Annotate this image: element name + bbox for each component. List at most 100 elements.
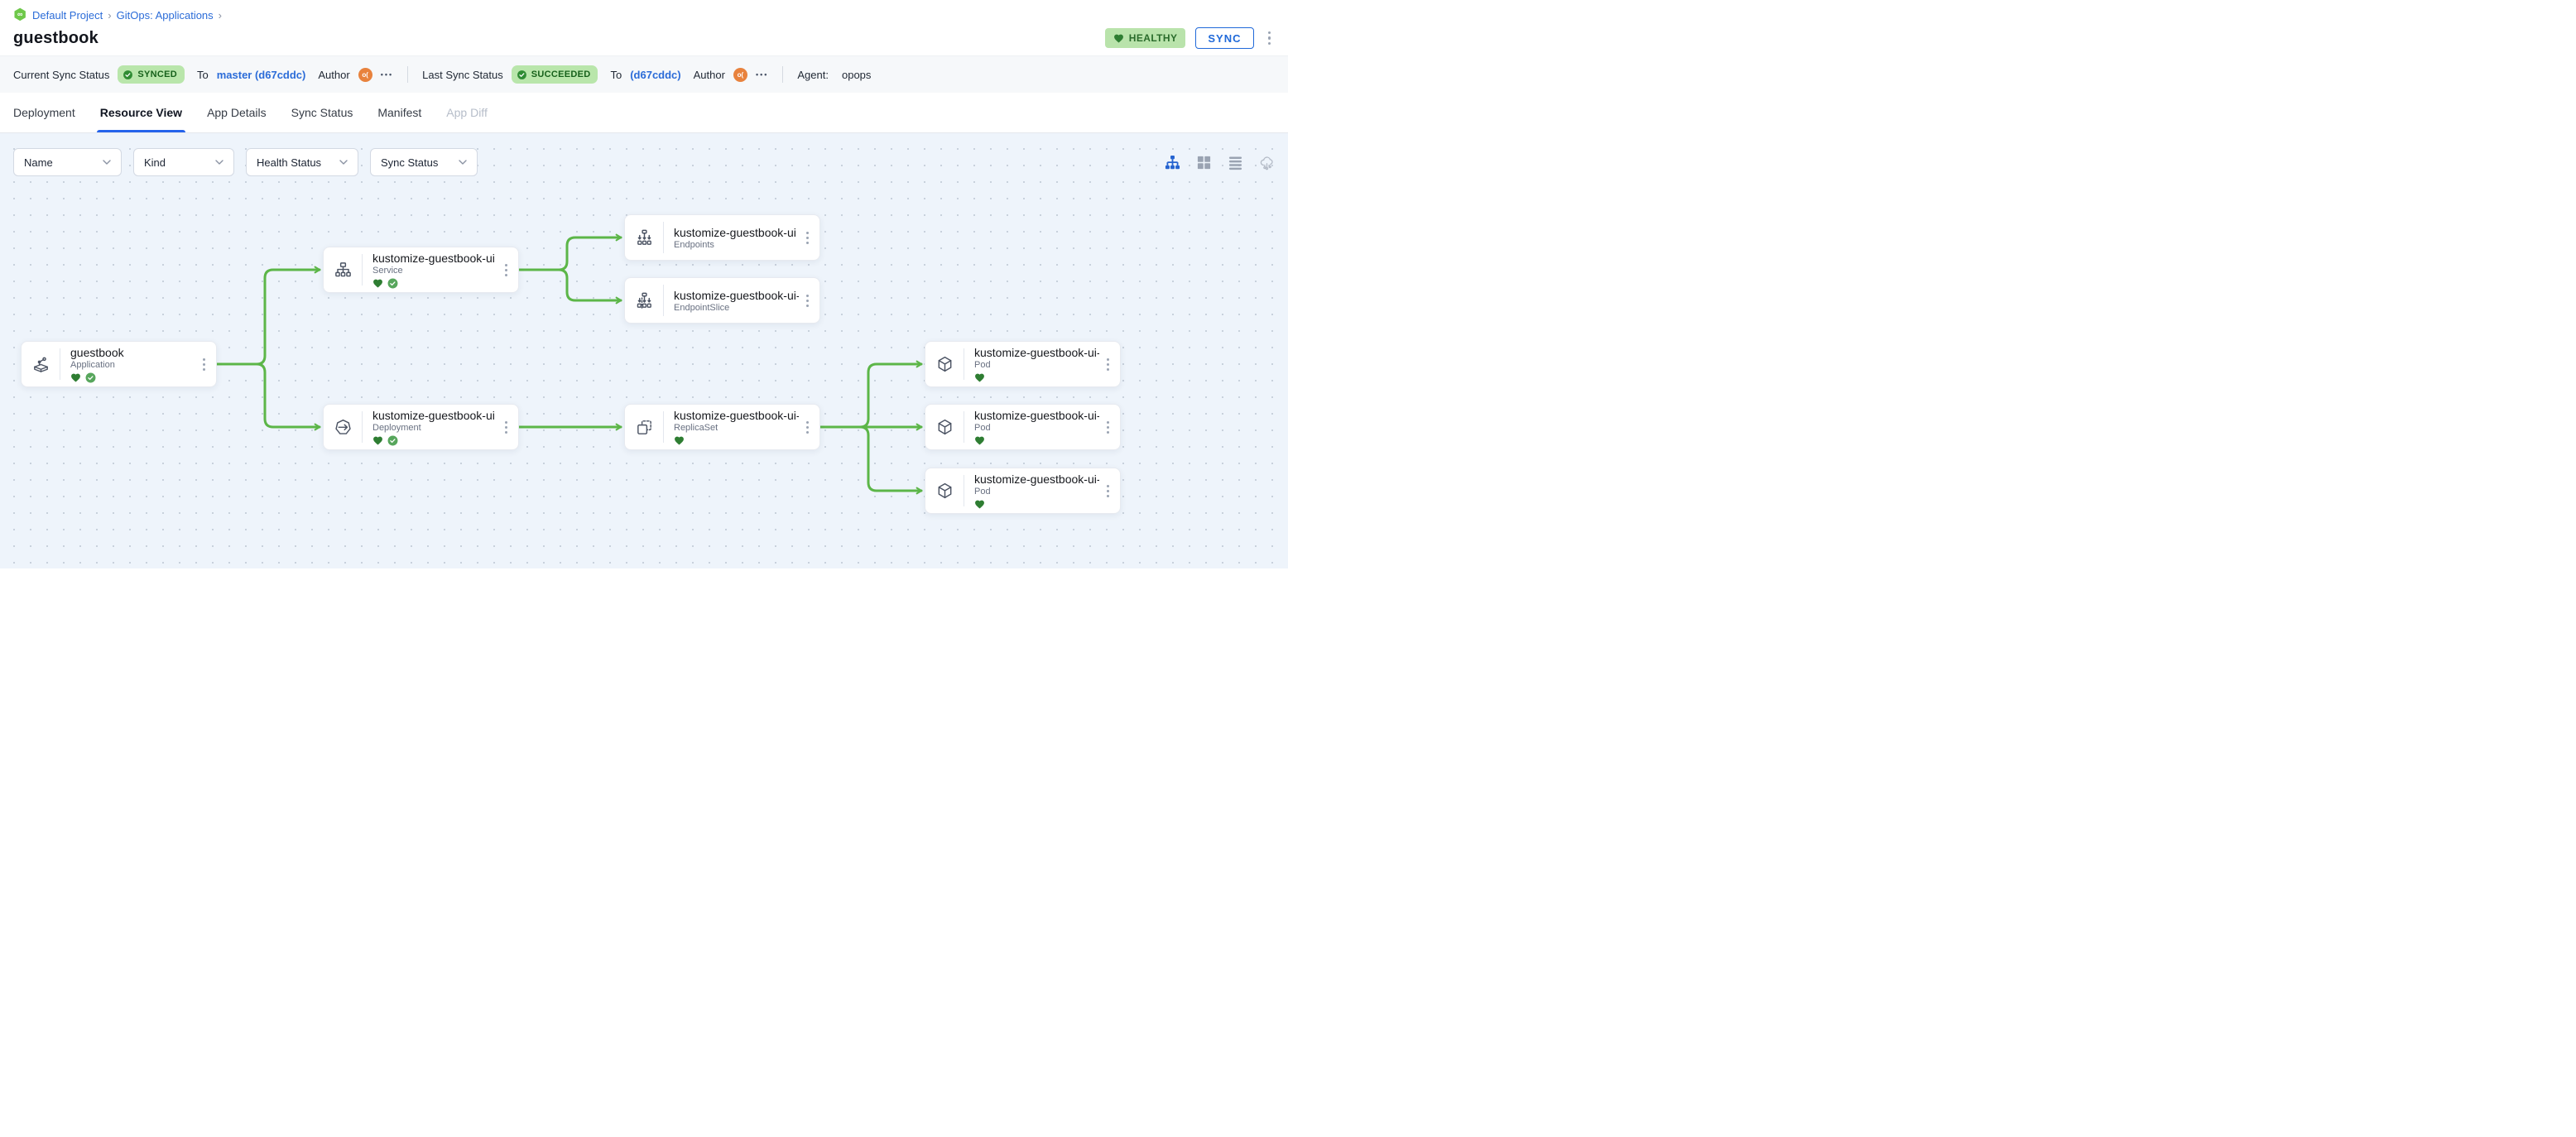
deployment-icon xyxy=(324,418,362,437)
service-icon xyxy=(324,261,362,280)
node-status-icons xyxy=(70,372,195,383)
resource-node-endpointslice-eps[interactable]: kustomize-guestbook-ui-...EndpointSlice xyxy=(624,277,820,324)
view-toggles xyxy=(1165,155,1275,170)
node-kebab-menu-icon[interactable] xyxy=(1103,419,1113,436)
node-kebab-menu-icon[interactable] xyxy=(1103,356,1113,373)
tab-resource-view[interactable]: Resource View xyxy=(96,93,186,132)
node-title: kustomize-guestbook-ui-... xyxy=(974,408,1099,422)
health-status-badge[interactable]: HEALTHY xyxy=(1104,28,1186,48)
heart-icon xyxy=(70,372,81,383)
node-title: kustomize-guestbook-ui-... xyxy=(674,408,799,422)
node-kebab-menu-icon[interactable] xyxy=(1103,482,1113,500)
tab-manifest[interactable]: Manifest xyxy=(377,106,422,119)
resource-tree-edges xyxy=(215,233,923,495)
header-kebab-menu-icon[interactable] xyxy=(1264,29,1276,48)
resource-canvas: Name Kind Health Status Sync Status guestbo… xyxy=(0,133,1288,568)
last-sync-status-group: Last Sync Status SUCCEEDED To (d67cddc) … xyxy=(422,65,768,84)
chevron-down-icon xyxy=(331,160,348,165)
resource-node-replicaset-rs[interactable]: kustomize-guestbook-ui-...ReplicaSet xyxy=(624,404,820,450)
cloud-view-icon[interactable] xyxy=(1259,155,1275,170)
filter-dropdown-health-status[interactable]: Health Status xyxy=(246,148,358,176)
resource-node-pod-pod1[interactable]: kustomize-guestbook-ui-...Pod xyxy=(925,341,1121,387)
node-body: kustomize-guestbook-ui-...Pod xyxy=(964,346,1103,383)
last-more-ellipsis[interactable]: ••• xyxy=(755,70,769,79)
tab-sync-status[interactable]: Sync Status xyxy=(291,106,353,119)
resource-node-pod-pod2[interactable]: kustomize-guestbook-ui-...Pod xyxy=(925,404,1121,450)
svg-text:∞: ∞ xyxy=(17,10,23,18)
node-kind: Pod xyxy=(974,359,991,370)
agent-label: Agent: xyxy=(797,68,829,81)
heart-icon xyxy=(372,278,383,289)
pod-icon xyxy=(925,355,964,374)
gitops-logo-icon: ∞ xyxy=(13,7,27,22)
node-status-icons xyxy=(974,499,1099,510)
filter-label: Sync Status xyxy=(381,156,439,169)
current-more-ellipsis[interactable]: ••• xyxy=(380,70,394,79)
check-circle-icon xyxy=(85,372,96,383)
status-divider xyxy=(407,66,409,83)
list-view-icon[interactable] xyxy=(1228,155,1243,170)
filter-dropdown-kind[interactable]: Kind xyxy=(133,148,234,176)
node-kebab-menu-icon[interactable] xyxy=(802,229,813,247)
node-kind: Deployment xyxy=(372,422,421,433)
tabs: Deployment Resource View App Details Sync S… xyxy=(0,93,1288,133)
app-header: ∞ Default Project › GitOps: Applications… xyxy=(0,0,1288,55)
node-kebab-menu-icon[interactable] xyxy=(501,261,512,279)
node-title: kustomize-guestbook-ui xyxy=(674,225,796,239)
check-circle-icon xyxy=(387,435,398,446)
node-kebab-menu-icon[interactable] xyxy=(199,356,209,373)
node-kebab-menu-icon[interactable] xyxy=(802,292,813,309)
node-body: kustomize-guestbook-ui-...ReplicaSet xyxy=(664,409,802,446)
page-title: guestbook xyxy=(13,28,99,47)
heart-icon xyxy=(1113,34,1123,43)
node-status-icons xyxy=(674,435,799,446)
last-author-avatar: o( xyxy=(733,67,747,82)
node-kind: Endpoints xyxy=(674,239,714,250)
node-kebab-menu-icon[interactable] xyxy=(802,419,813,436)
breadcrumb-project[interactable]: Default Project xyxy=(32,8,103,22)
filter-label: Name xyxy=(24,156,53,169)
heart-icon xyxy=(974,372,985,383)
resource-node-pod-pod3[interactable]: kustomize-guestbook-ui-...Pod xyxy=(925,468,1121,514)
node-kind: ReplicaSet xyxy=(674,422,718,433)
node-kind: EndpointSlice xyxy=(674,302,730,313)
tab-app-details[interactable]: App Details xyxy=(207,106,267,119)
filter-label: Kind xyxy=(144,156,166,169)
heart-icon xyxy=(974,499,985,510)
sync-button[interactable]: SYNC xyxy=(1195,27,1254,49)
tree-view-icon[interactable] xyxy=(1165,155,1180,170)
node-status-icons xyxy=(974,372,1099,383)
breadcrumb-section[interactable]: GitOps: Applications xyxy=(116,8,214,22)
chevron-down-icon xyxy=(450,160,467,165)
pod-icon xyxy=(925,482,964,501)
check-circle-icon xyxy=(517,70,526,79)
heart-icon xyxy=(974,435,985,446)
node-kebab-menu-icon[interactable] xyxy=(501,419,512,436)
status-divider xyxy=(782,66,784,83)
current-sync-status-label: Current Sync Status xyxy=(13,68,110,81)
node-divider xyxy=(663,222,664,253)
status-bar: Current Sync Status SYNCED To master (d6… xyxy=(0,55,1288,93)
last-sync-commit-link[interactable]: (d67cddc) xyxy=(630,68,681,81)
check-circle-icon xyxy=(123,70,133,79)
chevron-down-icon xyxy=(207,160,223,165)
tab-app-diff: App Diff xyxy=(446,106,488,119)
tab-deployment[interactable]: Deployment xyxy=(13,106,75,119)
node-divider xyxy=(663,411,664,443)
current-author-avatar: o( xyxy=(358,67,372,82)
endpointslice-icon xyxy=(625,291,663,310)
filter-dropdown-name[interactable]: Name xyxy=(13,148,122,176)
node-divider xyxy=(362,254,363,285)
current-sync-commit-link[interactable]: master (d67cddc) xyxy=(216,68,306,81)
filter-dropdown-sync-status[interactable]: Sync Status xyxy=(370,148,478,176)
filter-label: Health Status xyxy=(257,156,322,169)
grid-view-icon[interactable] xyxy=(1196,155,1212,170)
node-body: kustomize-guestbook-ui-...Pod xyxy=(964,473,1103,510)
